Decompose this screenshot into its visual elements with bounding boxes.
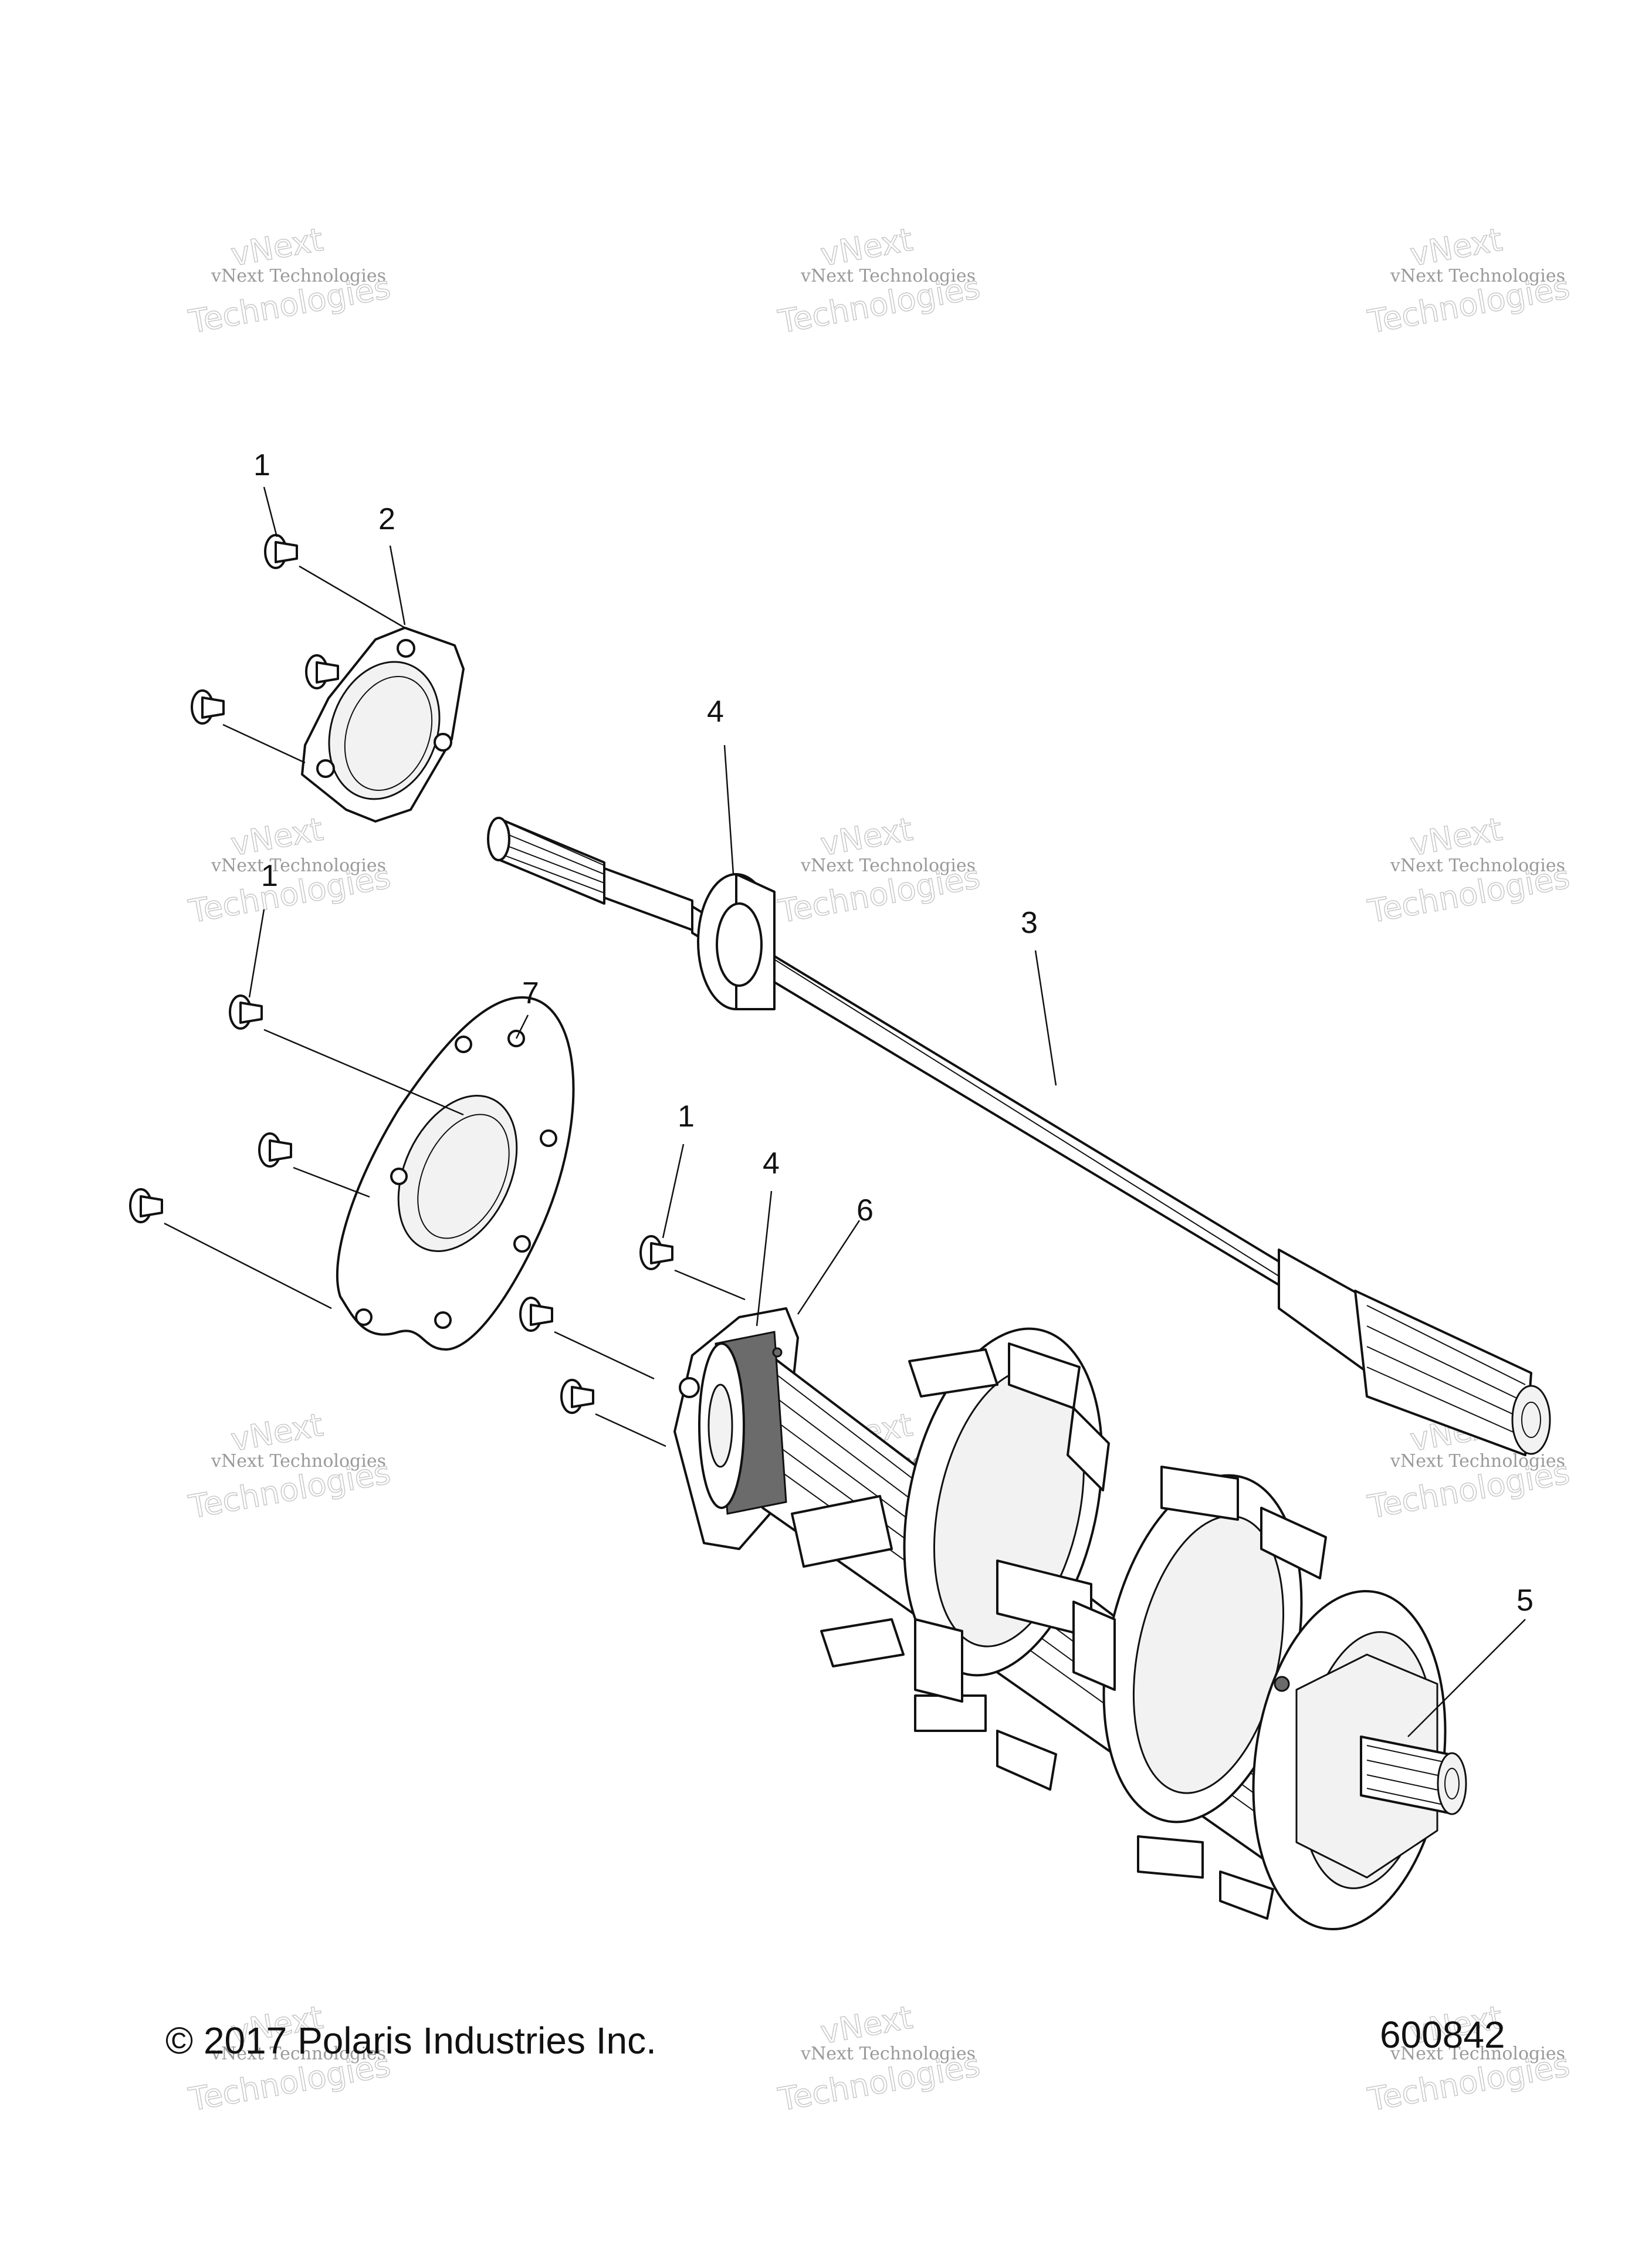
bolt [305, 654, 339, 689]
svg-text:vNext Technologies: vNext Technologies [1390, 855, 1565, 876]
bolt [519, 1297, 553, 1332]
svg-text:vNext Technologies: vNext Technologies [211, 1451, 386, 1471]
drive-assembly-part-5 [698, 1327, 1467, 1931]
callout-1: 1 [253, 448, 270, 482]
bolt [264, 534, 298, 569]
svg-text:vNext Technologies: vNext Technologies [800, 855, 976, 876]
bolts-lower [519, 1235, 673, 1414]
watermark: vNext vNext Technologies Technologies [775, 810, 983, 931]
part-number: 600842 [1380, 2014, 1505, 2056]
callout-6: 6 [857, 1193, 874, 1227]
callouts: 1 2 4 3 1 7 1 4 6 5 [253, 448, 1533, 1618]
watermark: vNext vNext Technologies Technologies [1365, 810, 1573, 931]
watermark: vNext vNext Technologies Technologies [185, 1406, 394, 1526]
callout-4: 4 [707, 695, 724, 729]
svg-text:vNext Technologies: vNext Technologies [800, 2044, 976, 2064]
svg-text:vNext Technologies: vNext Technologies [1390, 266, 1565, 286]
watermark: vNext vNext Technologies Technologies [1365, 221, 1573, 341]
bolts-middle [129, 994, 292, 1223]
callout-1: 1 [678, 1100, 695, 1134]
watermark: vNext vNext Technologies Technologies [185, 221, 394, 341]
svg-text:vNext Technologies: vNext Technologies [211, 2044, 386, 2064]
watermark: vNext vNext Technologies Technologies [775, 221, 983, 341]
copyright-text: © 2017 Polaris Industries Inc. [165, 2019, 656, 2062]
collar-part-4 [697, 873, 776, 1010]
long-shaft-part-3 [487, 817, 1551, 1456]
upper-flange-part-2 [301, 627, 465, 823]
bolt [129, 1188, 163, 1223]
svg-text:vNext Technologies: vNext Technologies [800, 266, 976, 286]
sprocket-lugs [791, 1342, 1327, 1920]
bolt [191, 689, 225, 725]
watermark: vNext vNext Technologies Technologies [1365, 1998, 1573, 2119]
svg-text:vNext Technologies: vNext Technologies [211, 266, 386, 286]
callout-4: 4 [763, 1146, 780, 1180]
bolt [258, 1132, 292, 1168]
bolt [560, 1379, 594, 1414]
bolts-upper [191, 534, 339, 725]
leader-lines [248, 486, 1526, 1737]
callout-3: 3 [1021, 906, 1038, 940]
bolt [639, 1235, 673, 1270]
callout-5: 5 [1516, 1584, 1533, 1618]
bolt [229, 994, 263, 1030]
svg-text:vNext Technologies: vNext Technologies [211, 855, 386, 876]
callout-7: 7 [522, 976, 539, 1010]
watermark: vNext vNext Technologies Technologies [185, 810, 394, 931]
callout-2: 2 [378, 502, 395, 536]
svg-text:vNext Technologies: vNext Technologies [1390, 1451, 1565, 1471]
svg-text:vNext Technologies: vNext Technologies [1390, 2044, 1565, 2064]
watermark: vNext vNext Technologies Technologies [775, 1998, 983, 2119]
callout-1: 1 [261, 859, 278, 893]
retainer-plate-part-7 [336, 996, 575, 1351]
